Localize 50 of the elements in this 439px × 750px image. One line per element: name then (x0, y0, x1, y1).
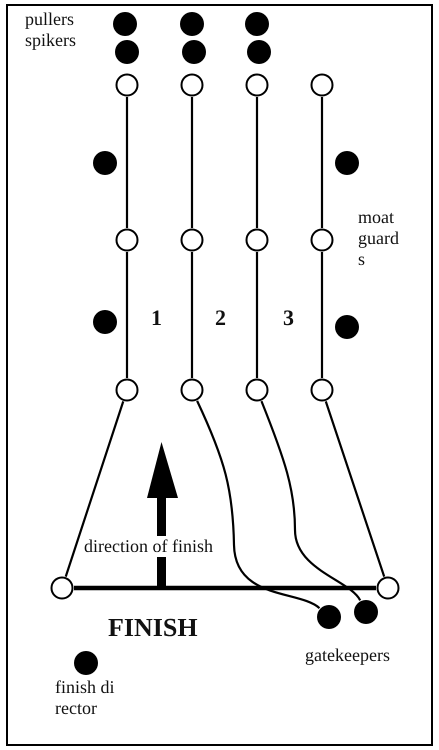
buoy-circle (245, 228, 269, 252)
marker-dot (334, 314, 360, 340)
connector-line (256, 97, 258, 228)
marker-dot (353, 599, 379, 625)
buoy-circle (245, 73, 269, 97)
marker-dot (73, 650, 99, 676)
connector-line (256, 252, 258, 378)
marker-dot (316, 604, 342, 630)
buoy-circle (310, 378, 334, 402)
lane-number: 1 (151, 305, 162, 331)
text-label: finish director (55, 677, 116, 719)
marker-dot (112, 11, 138, 37)
buoy-circle (310, 73, 334, 97)
buoy-circle (50, 576, 74, 600)
buoy-circle (180, 228, 204, 252)
buoy-circle (115, 73, 139, 97)
marker-dot (244, 11, 270, 37)
connector-line (190, 252, 194, 378)
text-label: gatekeepers (305, 645, 390, 666)
marker-dot (92, 150, 118, 176)
buoy-circle (115, 378, 139, 402)
buoy-circle (115, 228, 139, 252)
buoy-circle (376, 576, 400, 600)
marker-dot (181, 39, 207, 65)
buoy-circle (180, 73, 204, 97)
marker-dot (334, 150, 360, 176)
text-label: moat guards (358, 207, 400, 270)
heading: FINISH (108, 613, 198, 643)
buoy-circle (245, 378, 269, 402)
text-label: spikers (25, 30, 76, 51)
marker-dot (114, 39, 140, 65)
lane-number: 2 (215, 305, 226, 331)
buoy-circle (180, 378, 204, 402)
connector-line (64, 401, 124, 577)
connector-line (320, 252, 324, 378)
connector-line (260, 400, 362, 601)
connector-line (126, 252, 128, 378)
text-label: pullers (25, 9, 74, 30)
marker-dot (246, 39, 272, 65)
text-label: direction of finish (84, 536, 213, 557)
connector-line (74, 586, 376, 590)
lane-number: 3 (283, 305, 294, 331)
connector-line (126, 97, 128, 228)
marker-dot (92, 309, 118, 335)
marker-dot (179, 11, 205, 37)
connector-line (324, 401, 386, 577)
connector-line (320, 97, 324, 228)
connector-line (190, 97, 194, 228)
connector-line (196, 400, 320, 610)
buoy-circle (310, 228, 334, 252)
